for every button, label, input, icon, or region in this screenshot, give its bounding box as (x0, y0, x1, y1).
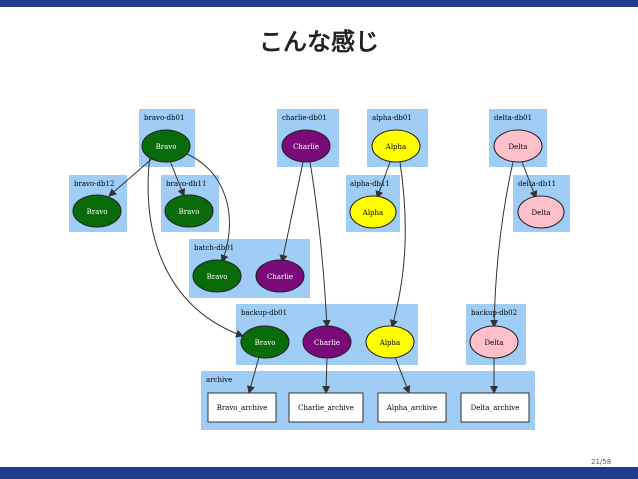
archive-label: Bravo_archive (217, 404, 268, 412)
edge-bravo-to-batch (181, 151, 230, 263)
node-label: Charlie (267, 273, 293, 281)
edge-bravo-to-bravo-db11 (169, 160, 186, 197)
node-label: Alpha (362, 209, 383, 217)
node-label: Bravo (179, 208, 200, 216)
cluster-label: alpha-db01 (372, 114, 412, 122)
node-label: Delta (509, 143, 528, 151)
edge-bravo-to-bravo-archive (247, 356, 260, 394)
node-charlie-backup: Charlie (302, 325, 352, 359)
node-delta-db11: Delta (517, 195, 565, 229)
edge-charlie-to-batch (279, 161, 304, 263)
node-alpha-backup: Alpha (365, 325, 415, 359)
bottom-bar (0, 467, 638, 479)
archive-label: Alpha_archive (386, 404, 437, 412)
node-alpha-db01: Alpha (371, 129, 421, 163)
edge-delta-to-delta-db11 (521, 161, 538, 199)
edge-bravo-to-bravo-db12 (108, 156, 155, 197)
slide-title: こんな感じ (259, 28, 379, 56)
cluster-label: bravo-db12 (74, 180, 114, 188)
edges (108, 151, 538, 394)
page-number: 21/58 (591, 458, 612, 466)
node-label: Alpha (379, 339, 400, 347)
archive-box-bravo: Bravo_archive (207, 392, 277, 423)
archive-box-delta: Delta_archive (460, 392, 530, 423)
node-label: Alpha (385, 143, 406, 151)
node-charlie-db01: Charlie (281, 129, 331, 163)
node-label: Charlie (314, 339, 340, 347)
top-bar (0, 0, 638, 7)
edge-charlie-to-charlie-archive (322, 356, 331, 394)
node-label: Delta (532, 209, 551, 217)
node-bravo-backup: Bravo (240, 325, 290, 359)
archive-label: Delta_archive (471, 404, 520, 412)
node-label: Bravo (156, 143, 177, 151)
archive-box-alpha: Alpha_archive (377, 392, 447, 423)
node-label: Delta (485, 339, 504, 347)
cluster-label: bravo-db01 (144, 114, 184, 122)
edge-alpha-to-alpha-db11 (375, 161, 391, 199)
node-alpha-db11: Alpha (349, 195, 397, 229)
cluster-label: batch-db01 (194, 244, 234, 252)
edge-delta-to-backup (490, 161, 514, 328)
edge-alpha-to-backup (390, 161, 406, 328)
node-charlie-batch: Charlie (255, 259, 305, 293)
node-bravo-db11: Bravo (164, 194, 214, 228)
node-label: Bravo (207, 273, 228, 281)
node-bravo-db12: Bravo (72, 194, 122, 228)
edge-charlie-to-backup (309, 161, 331, 328)
cluster-label: backup-db01 (241, 309, 287, 317)
cluster-label: bravo-db11 (166, 180, 206, 188)
cluster-label: alpha-db11 (350, 180, 390, 188)
archive-label: Charlie_archive (298, 404, 354, 412)
edge-bravo-to-backup (147, 154, 244, 338)
node-bravo-db01: Bravo (141, 129, 191, 163)
cluster-label: charlie-db01 (282, 114, 327, 122)
node-bravo-batch: Bravo (192, 259, 242, 293)
node-label: Bravo (87, 208, 108, 216)
node-delta-db01: Delta (493, 129, 543, 163)
archive-box-charlie: Charlie_archive (288, 392, 364, 423)
edge-alpha-to-alpha-archive (394, 356, 411, 394)
cluster-label: delta-db11 (518, 180, 556, 188)
node-label: Bravo (255, 339, 276, 347)
cluster-label: delta-db01 (494, 114, 532, 122)
cluster-label: archive (206, 376, 232, 384)
node-label: Charlie (293, 143, 319, 151)
node-delta-backup: Delta (469, 325, 519, 359)
